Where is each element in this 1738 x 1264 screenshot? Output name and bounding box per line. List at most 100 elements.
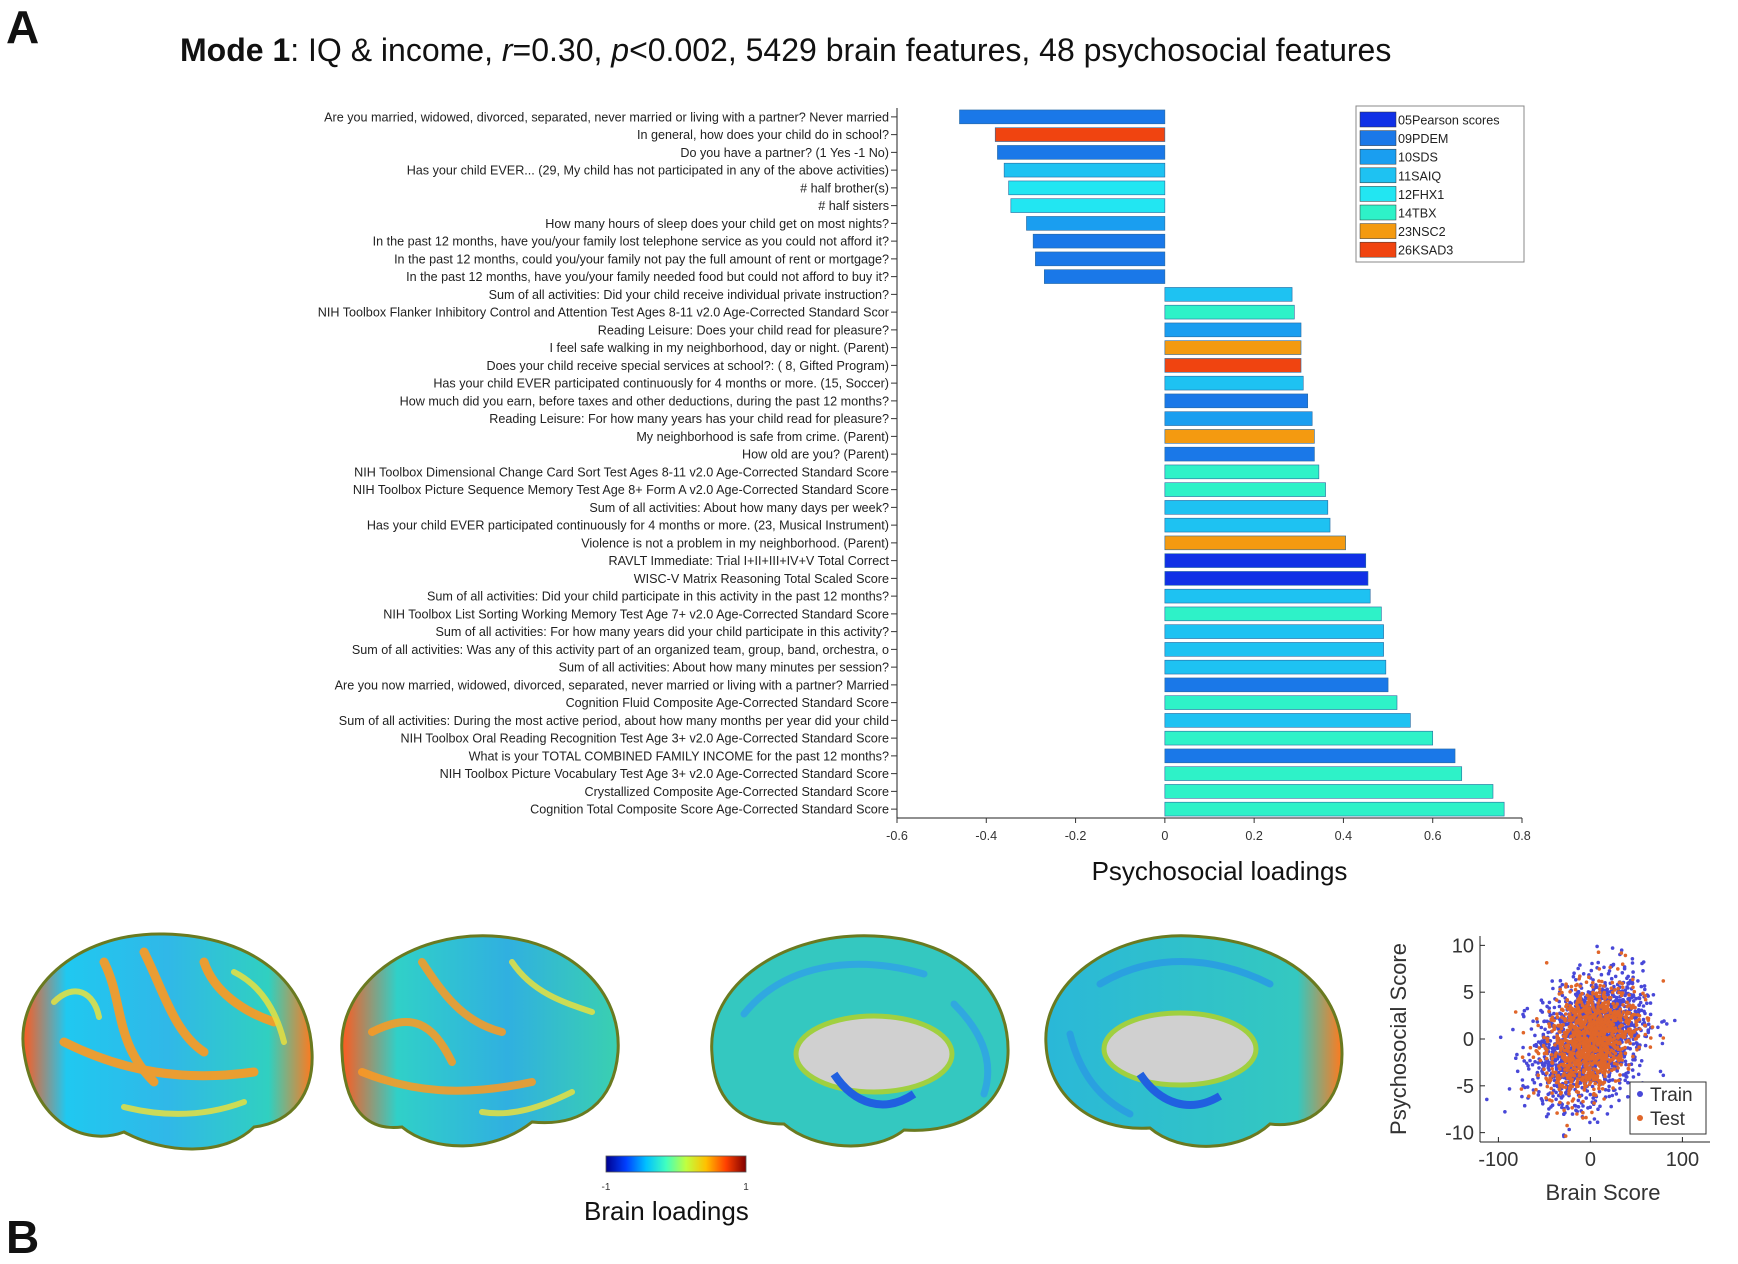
- scatter-point: [1626, 1038, 1630, 1043]
- scatter-point: [1587, 1050, 1592, 1054]
- scatter-point: [1628, 1046, 1632, 1051]
- scatter-point: [1641, 969, 1645, 973]
- scatter-point: [1590, 1084, 1595, 1089]
- scatter-point: [1560, 993, 1565, 998]
- scatter-point: [1648, 1012, 1653, 1017]
- scatter-point: [1581, 1029, 1586, 1033]
- scatter-point: [1584, 1076, 1588, 1080]
- brain-lateral-right: [340, 934, 620, 1148]
- scatter-point: [1562, 1052, 1567, 1057]
- bar-14: [1164, 358, 1302, 373]
- scatter-point: [1569, 1022, 1573, 1026]
- brain-medial-left: [710, 934, 1010, 1148]
- scatter-point: [1617, 980, 1622, 985]
- scatter-point: [1623, 1059, 1628, 1064]
- scatter-point: [1630, 1068, 1635, 1072]
- bar-19: [1164, 446, 1315, 462]
- scatter-point: [1581, 1068, 1586, 1072]
- scatter-point: [1559, 1095, 1564, 1100]
- scatter-point: [1534, 1087, 1538, 1092]
- scatter-point: [1603, 1069, 1608, 1073]
- scatter-point: [1535, 1020, 1540, 1024]
- colorbar-gradient: [605, 1155, 747, 1173]
- scatter-point: [1605, 1112, 1610, 1116]
- bar-35: [1164, 730, 1434, 746]
- scatter-point: [1609, 976, 1614, 981]
- scatter-point: [1527, 1094, 1531, 1098]
- scatter-point: [1577, 1042, 1582, 1046]
- bar-26: [1164, 571, 1369, 586]
- scatter-point: [1520, 1078, 1525, 1082]
- scatter-point: [1574, 983, 1578, 988]
- scatter-point: [1631, 970, 1635, 974]
- scatter-point: [1631, 999, 1636, 1003]
- scatter-point: [1565, 1104, 1569, 1109]
- scatter-point: [1540, 1099, 1545, 1103]
- scatter-point: [1546, 1092, 1550, 1097]
- scatter-point: [1585, 1066, 1590, 1071]
- bar-label-1: In general, how does your child do in sc…: [637, 128, 889, 142]
- scatter-point: [1607, 1094, 1612, 1099]
- scatter-point: [1553, 1043, 1557, 1047]
- scatter-point: [1611, 1086, 1615, 1090]
- x-tick-label-2: -0.2: [1065, 829, 1087, 843]
- scatter-point: [1545, 1039, 1550, 1044]
- scatter-point: [1576, 966, 1580, 971]
- legend-label-4: 12FHX1: [1398, 188, 1444, 202]
- scatter-point: [1621, 1003, 1625, 1007]
- bar-label-10: Sum of all activities: Did your child re…: [489, 288, 889, 302]
- scatter-point: [1545, 1084, 1550, 1089]
- bar-11: [1164, 304, 1295, 320]
- scatter-point: [1573, 1013, 1578, 1017]
- scatter-point: [1628, 1027, 1632, 1031]
- brain-medial-right: [1044, 934, 1344, 1148]
- scatter-point: [1597, 1041, 1602, 1045]
- scatter-point: [1549, 1086, 1553, 1091]
- title-part1: : IQ & income,: [290, 32, 502, 68]
- scatter-point: [1528, 1045, 1533, 1050]
- bar-label-0: Are you married, widowed, divorced, sepa…: [324, 110, 889, 124]
- scatter-point: [1610, 1038, 1615, 1042]
- scatter-point: [1611, 1055, 1616, 1059]
- scatter-point: [1560, 990, 1564, 995]
- bar-18: [1164, 429, 1315, 444]
- scatter-point: [1606, 1070, 1611, 1074]
- scatter-point: [1597, 979, 1601, 983]
- scatter-point: [1621, 1010, 1626, 1014]
- scatter-point: [1587, 1022, 1592, 1026]
- scatter-point: [1629, 1016, 1634, 1020]
- scatter-point: [1578, 1030, 1582, 1034]
- scatter-point: [1564, 1080, 1568, 1084]
- bar-label-36: What is your TOTAL COMBINED FAMILY INCOM…: [469, 749, 889, 763]
- bar-3: [1003, 162, 1166, 178]
- scatter-point: [1606, 1001, 1611, 1006]
- x-axis-label: Psychosocial loadings: [1092, 856, 1348, 886]
- scatter-point: [1539, 1025, 1544, 1030]
- scatter-point: [1636, 1072, 1641, 1077]
- scatter-point: [1627, 996, 1632, 1001]
- bar-label-24: Violence is not a problem in my neighbor…: [581, 536, 889, 550]
- scatter-point: [1562, 1048, 1567, 1053]
- scatter-point: [1576, 1084, 1580, 1088]
- scatter-point: [1614, 1039, 1619, 1044]
- scatter-point: [1565, 998, 1570, 1003]
- scatter-point: [1529, 1027, 1534, 1031]
- scatter-point: [1555, 1111, 1559, 1115]
- scatter-point: [1593, 1026, 1598, 1031]
- scatter-point: [1637, 1003, 1641, 1007]
- bar-2: [997, 145, 1166, 160]
- scatter-point: [1555, 1015, 1560, 1019]
- bar-label-23: Has your child EVER participated continu…: [367, 519, 889, 533]
- scatter-point: [1570, 1054, 1575, 1059]
- scatter-point: [1521, 1084, 1525, 1088]
- scatter-point: [1610, 1042, 1614, 1047]
- scatter-point: [1607, 1051, 1612, 1055]
- scatter-point: [1609, 1062, 1614, 1066]
- scatter-point: [1596, 1032, 1600, 1037]
- scatter-point: [1604, 1035, 1608, 1040]
- scatter-point: [1601, 1028, 1606, 1032]
- scatter-point: [1521, 1030, 1526, 1035]
- scatter-point: [1556, 1027, 1560, 1031]
- scatter-point: [1627, 993, 1631, 997]
